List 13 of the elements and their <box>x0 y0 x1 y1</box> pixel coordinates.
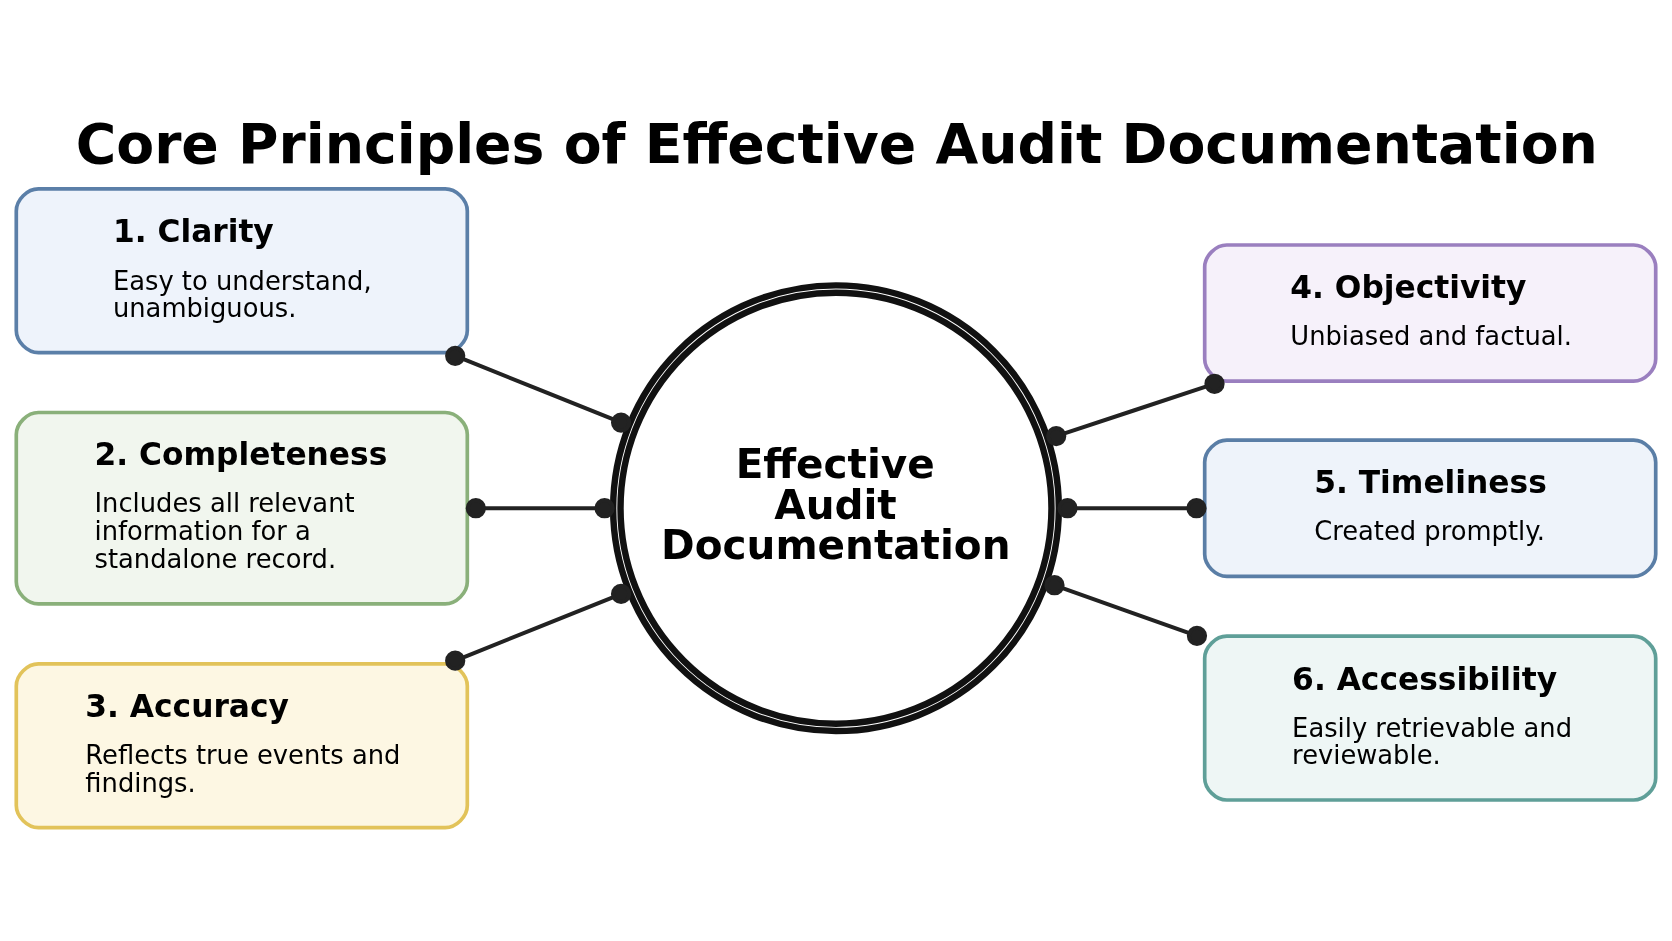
connector <box>445 583 632 671</box>
connector <box>1046 373 1225 447</box>
node-box: 2. Completeness Includes all relevant information for a standalone record. <box>14 410 470 606</box>
connector <box>1044 575 1208 646</box>
diagram-title: Core Principles of Effective Audit Documentation <box>75 112 1598 177</box>
node-box: 6. Accessibility Easily retrievable and reviewable. <box>1202 634 1658 802</box>
node-box: 3. Accuracy Reflects true events and findings. <box>14 661 470 830</box>
connector <box>1057 498 1207 519</box>
node-box: 5. Timeliness Created promptly. <box>1202 438 1658 579</box>
connector <box>445 345 632 433</box>
connector <box>465 498 615 519</box>
node-box: 4. Objectivity Unbiased and factual. <box>1202 243 1658 384</box>
node-box: 1. Clarity Easy to understand, unambiguous. <box>14 187 470 355</box>
